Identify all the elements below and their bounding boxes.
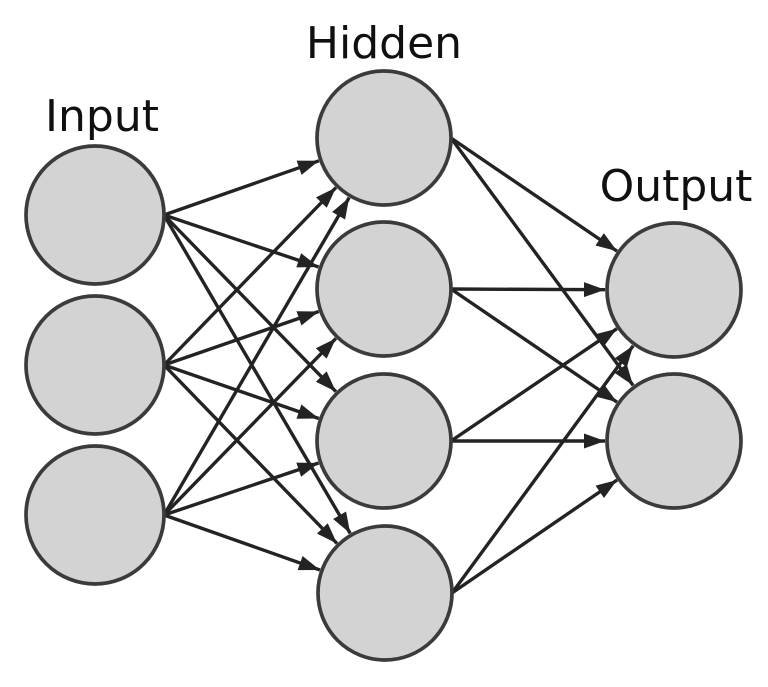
edge-input-3-to-hidden-1 xyxy=(162,196,351,516)
edge-hidden-3-to-output-1 xyxy=(450,327,618,443)
label-output-layer: Output xyxy=(599,161,753,212)
hidden-2-node xyxy=(315,220,453,358)
edge-input-3-to-hidden-2 xyxy=(162,337,338,517)
edge-input-3-to-hidden-3 xyxy=(163,461,320,517)
output-1-node xyxy=(605,221,743,359)
edge-input-2-to-hidden-1 xyxy=(162,186,338,367)
input-2-node xyxy=(24,294,166,436)
edge-input-2-to-hidden-2 xyxy=(163,309,320,367)
edge-input-3-to-hidden-4 xyxy=(163,513,321,572)
edge-hidden-2-to-output-2 xyxy=(450,287,618,404)
edge-hidden-4-to-output-2 xyxy=(451,478,619,595)
edge-input-1-to-hidden-4 xyxy=(162,214,352,535)
edge-hidden-2-to-output-1 xyxy=(450,282,606,298)
edges-group xyxy=(162,136,635,595)
edge-input-2-to-hidden-3 xyxy=(163,363,320,421)
hidden-1-node xyxy=(315,69,453,207)
input-3-node xyxy=(24,444,166,586)
edge-input-1-to-hidden-3 xyxy=(162,213,338,393)
edge-hidden-4-to-output-1 xyxy=(450,344,635,595)
edge-input-1-to-hidden-2 xyxy=(163,213,320,269)
hidden-3-node xyxy=(315,372,453,510)
label-hidden-layer: Hidden xyxy=(305,18,463,69)
nodes-group xyxy=(24,69,743,662)
input-1-node xyxy=(24,144,166,286)
edge-input-1-to-hidden-1 xyxy=(163,159,320,217)
edge-hidden-1-to-output-1 xyxy=(450,136,618,253)
label-input-layer: Input xyxy=(45,91,159,142)
edge-input-2-to-hidden-4 xyxy=(162,363,339,545)
output-2-node xyxy=(605,372,743,510)
hidden-4-node xyxy=(316,524,454,662)
